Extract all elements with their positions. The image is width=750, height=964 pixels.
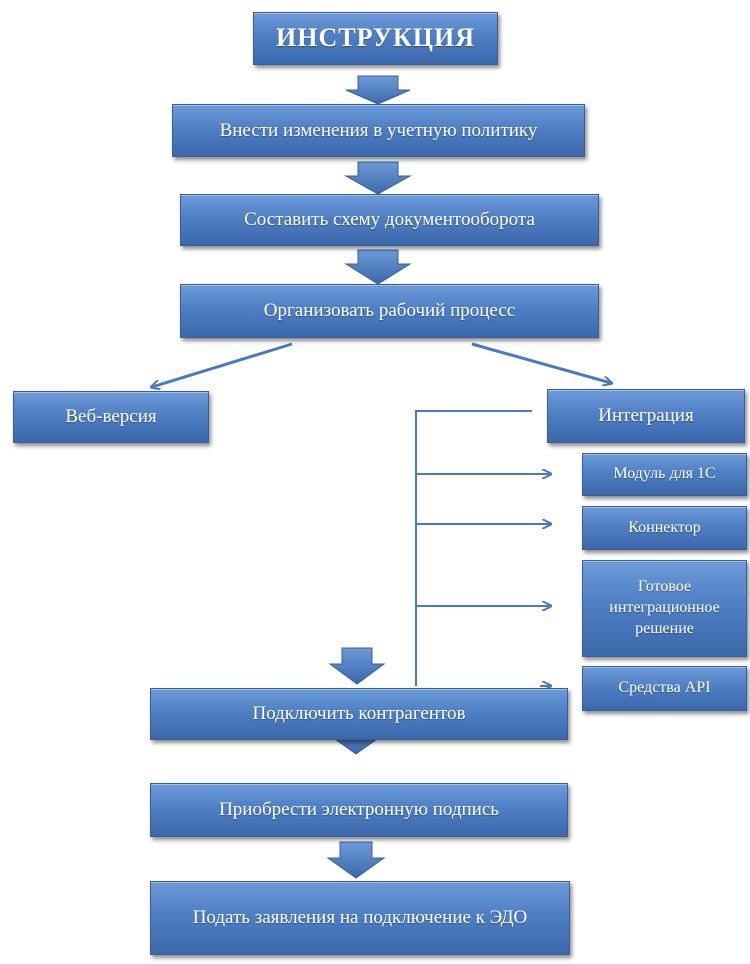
- branch-arrow-web: [152, 342, 293, 387]
- step-text: Подать заявления на подключение к ЭДО: [192, 907, 528, 929]
- final-step-box-1: Подключить контрагентов: [150, 688, 568, 740]
- step-box-3: Организовать рабочий процесс: [180, 284, 599, 338]
- option-box-connector: Коннектор: [582, 506, 747, 550]
- option-box-1c-module: Модуль для 1С: [582, 453, 747, 496]
- option-text: Модуль для 1С: [613, 465, 716, 483]
- branch-box-web: Веб-версия: [13, 391, 209, 443]
- option-text: Коннектор: [628, 518, 701, 536]
- branch-box-integration: Интеграция: [547, 389, 745, 443]
- final-step-box-3: Подать заявления на подключение к ЭДО: [150, 881, 570, 955]
- option-text: Средства API: [618, 679, 711, 697]
- branch-arrow-integration: [471, 342, 611, 383]
- branch-text: Интеграция: [598, 405, 694, 427]
- down-arrow-3: [344, 249, 412, 285]
- step-box-2: Составить схему документооборота: [180, 194, 599, 246]
- down-arrow-6: [326, 841, 386, 879]
- title-text: ИНСТРУКЦИЯ: [276, 23, 475, 53]
- step-text: Подключить контрагентов: [252, 703, 466, 725]
- option-box-ready-solution: Готовое интеграционное решение: [582, 560, 747, 657]
- option-box-api: Средства API: [582, 666, 747, 711]
- down-arrow-2: [344, 161, 412, 195]
- step-text: Составить схему документооборота: [244, 209, 535, 231]
- title-box: ИНСТРУКЦИЯ: [253, 12, 498, 65]
- step-text: Приобрести электронную подпись: [219, 799, 499, 821]
- step-text: Организовать рабочий процесс: [263, 300, 516, 322]
- integration-bracket: [415, 410, 532, 686]
- down-arrow-1: [345, 75, 411, 105]
- step-box-1: Внести изменения в учетную политику: [172, 104, 585, 157]
- branch-text: Веб-версия: [65, 406, 157, 428]
- final-step-box-2: Приобрести электронную подпись: [150, 783, 568, 837]
- step-text: Внести изменения в учетную политику: [219, 119, 538, 141]
- down-arrow-4: [328, 647, 386, 685]
- option-text: Готовое интеграционное решение: [609, 578, 720, 637]
